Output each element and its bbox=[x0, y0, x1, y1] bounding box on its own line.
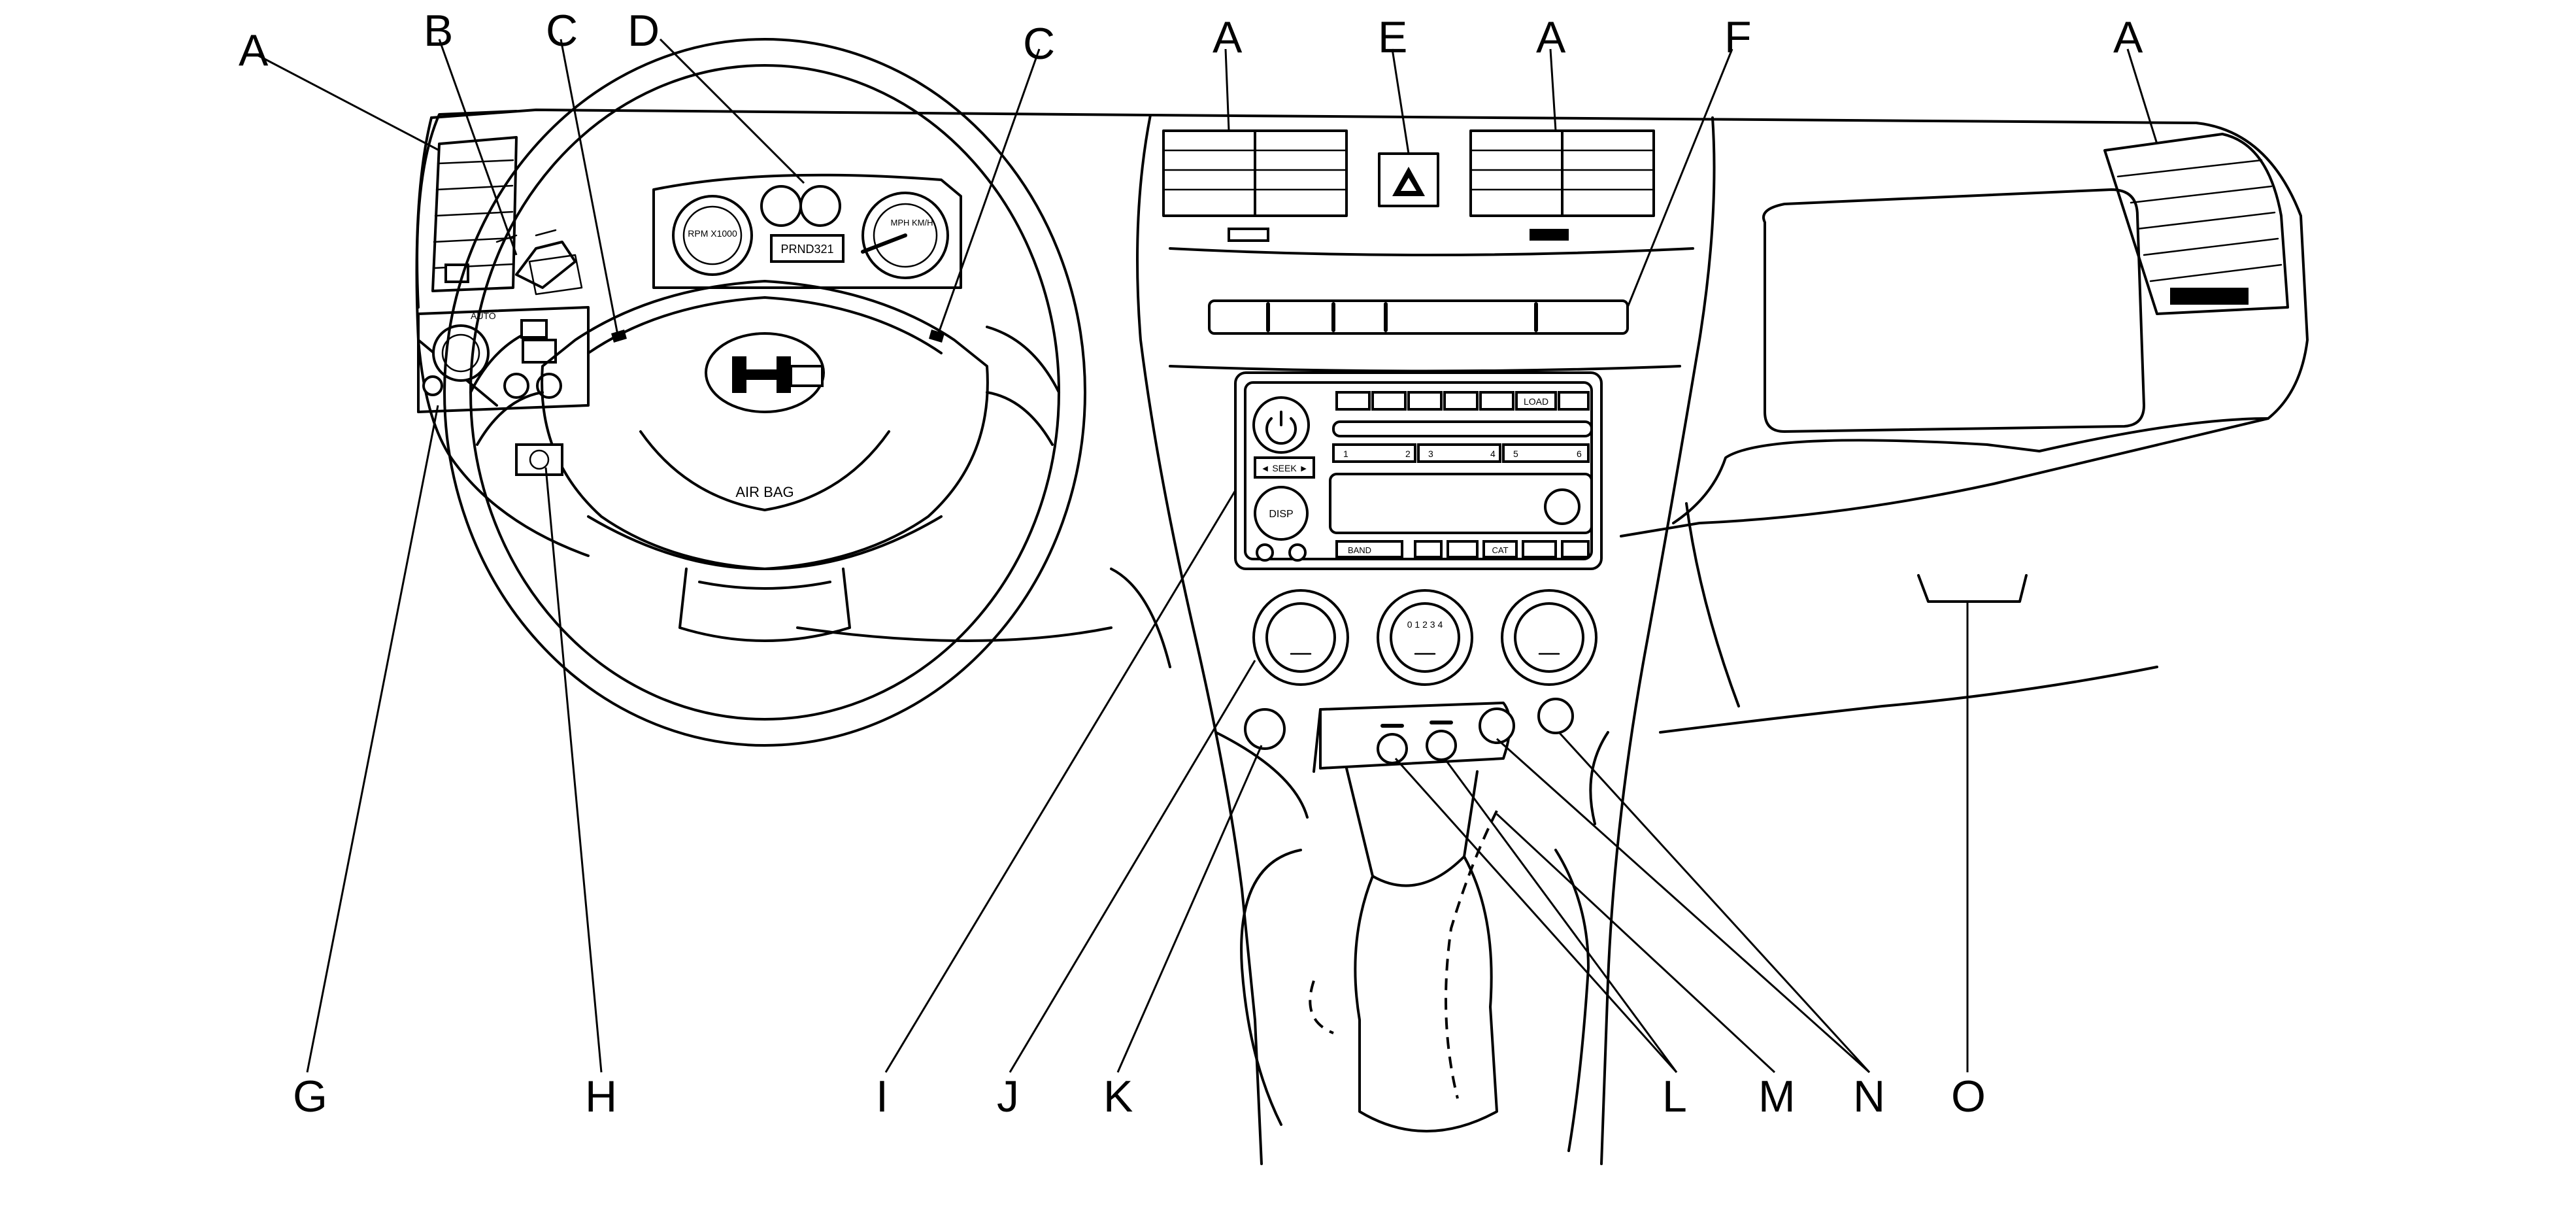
power-outlet-1[interactable] bbox=[1479, 707, 1515, 744]
load-label: LOAD bbox=[1524, 396, 1548, 407]
fan-speed-knob[interactable] bbox=[1390, 602, 1460, 673]
radio-display bbox=[1329, 473, 1593, 534]
wheel-control-right[interactable] bbox=[929, 330, 945, 343]
callout-f: F bbox=[1724, 12, 1752, 62]
vent-passenger-right bbox=[2103, 133, 2289, 315]
callout-l: L bbox=[1662, 1072, 1687, 1121]
callout-a-right: A bbox=[2113, 12, 2143, 62]
headlamp-switch[interactable] bbox=[432, 324, 490, 382]
wheel-control-left[interactable] bbox=[611, 330, 627, 343]
gear-indicator: PRND321 bbox=[780, 243, 833, 256]
hummer-emblem bbox=[705, 332, 825, 413]
cat-button[interactable] bbox=[1482, 540, 1518, 558]
tune-knob[interactable] bbox=[1544, 488, 1581, 525]
band-label: BAND bbox=[1348, 545, 1371, 555]
disp-button[interactable] bbox=[1254, 486, 1309, 541]
instrument-cluster: RPM X1000 PRND321 MPH KM/H bbox=[652, 173, 962, 289]
dashboard-outline bbox=[415, 109, 2309, 1165]
center-air-strip bbox=[1208, 299, 1629, 335]
disp-label: DISP bbox=[1269, 509, 1293, 520]
load-button[interactable] bbox=[1515, 391, 1557, 411]
callout-c-right: C bbox=[1023, 19, 1055, 69]
callout-j: J bbox=[997, 1072, 1019, 1121]
callout-a-center-right: A bbox=[1536, 12, 1566, 62]
preset-5-6[interactable] bbox=[1502, 443, 1590, 463]
callout-b: B bbox=[424, 6, 453, 56]
cruise-switch-panel bbox=[515, 443, 563, 476]
heated-seat-driver[interactable] bbox=[1377, 733, 1408, 764]
heated-seat-passenger[interactable] bbox=[1426, 730, 1457, 761]
auto-label: AUTO bbox=[471, 311, 496, 321]
callout-k: K bbox=[1103, 1072, 1133, 1121]
4wd-switch[interactable] bbox=[1244, 708, 1286, 750]
airbag-label: AIR BAG bbox=[735, 484, 794, 500]
air-delivery-knob[interactable] bbox=[1514, 602, 1584, 673]
cat-label: CAT bbox=[1492, 545, 1508, 555]
radio-unit: ◄ SEEK ► DISP LOAD 1 2 3 4 5 6 BAND CAT bbox=[1234, 371, 1603, 570]
preset-2: 2 bbox=[1405, 449, 1411, 459]
temperature-knob[interactable] bbox=[1265, 602, 1336, 673]
preset-1-2[interactable] bbox=[1332, 443, 1416, 463]
callout-e: E bbox=[1378, 12, 1407, 62]
callout-c-left: C bbox=[546, 6, 578, 56]
preset-1: 1 bbox=[1343, 449, 1348, 459]
speedo-label: MPH KM/H bbox=[891, 218, 933, 228]
hazard-button[interactable] bbox=[1378, 152, 1439, 207]
vent-driver-left bbox=[431, 136, 518, 292]
tach-label: RPM X1000 bbox=[688, 228, 737, 239]
callout-h: H bbox=[585, 1072, 617, 1121]
power-outlet-2[interactable] bbox=[1537, 698, 1574, 734]
seek-button[interactable] bbox=[1254, 456, 1315, 479]
leader-lines bbox=[258, 38, 2158, 1074]
preset-3-4[interactable] bbox=[1417, 443, 1501, 463]
fan-speed-labels: 0 1 2 3 4 bbox=[1407, 619, 1443, 630]
callout-a-left: A bbox=[239, 26, 269, 75]
callout-labels: A B C D C A E A F A G H I J K L M N O bbox=[239, 6, 2143, 1121]
callout-a-center-left: A bbox=[1213, 12, 1243, 62]
temp-gauge bbox=[799, 185, 841, 227]
preset-6: 6 bbox=[1577, 449, 1582, 459]
rewind-button[interactable] bbox=[1335, 391, 1371, 411]
seek-label: ◄ SEEK ► bbox=[1261, 463, 1309, 473]
fuel-gauge bbox=[760, 185, 802, 227]
callout-n: N bbox=[1853, 1072, 1885, 1121]
eject-button[interactable] bbox=[1558, 391, 1590, 411]
forward-button[interactable] bbox=[1371, 391, 1407, 411]
fog-lamp-button[interactable] bbox=[503, 373, 529, 399]
band-button[interactable] bbox=[1335, 540, 1403, 558]
preset-4: 4 bbox=[1490, 449, 1496, 459]
console-switches bbox=[1244, 698, 1574, 773]
callout-o: O bbox=[1951, 1072, 1986, 1121]
callout-g: G bbox=[293, 1072, 327, 1121]
climate-controls: 0 1 2 3 4 bbox=[1252, 589, 1597, 686]
vent-center-right bbox=[1469, 129, 1655, 241]
preset-3: 3 bbox=[1428, 449, 1433, 459]
shift-lever[interactable] bbox=[1309, 767, 1498, 1132]
speedometer bbox=[861, 192, 949, 279]
cd-slot bbox=[1332, 420, 1593, 437]
tachometer bbox=[672, 195, 753, 276]
callout-d: D bbox=[627, 6, 660, 56]
steering-wheel: AIR BAG bbox=[443, 38, 1086, 747]
turn-signal-stalk[interactable] bbox=[515, 241, 577, 339]
callout-m: M bbox=[1758, 1072, 1796, 1121]
preset-5: 5 bbox=[1513, 449, 1518, 459]
vent-center-left bbox=[1162, 129, 1348, 242]
callout-i: I bbox=[876, 1072, 888, 1121]
